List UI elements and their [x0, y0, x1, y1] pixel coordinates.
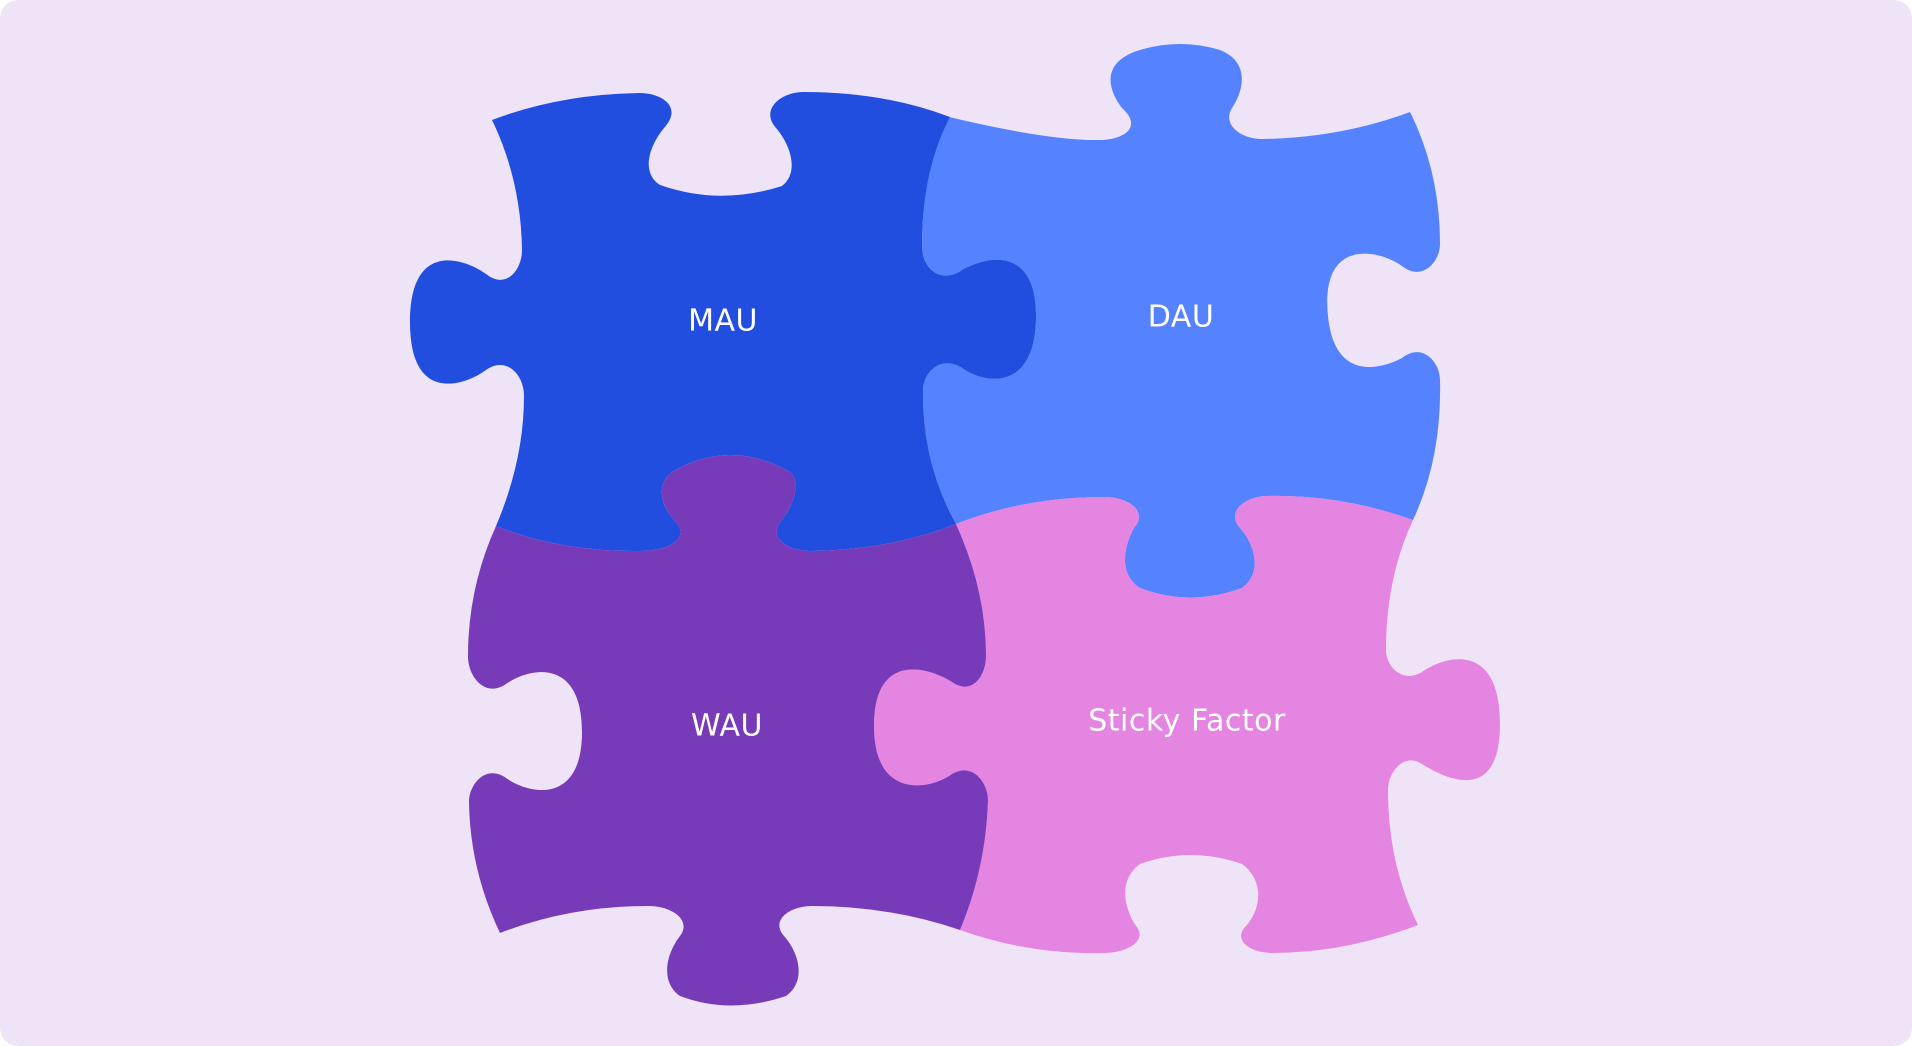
puzzle-piece-wau: [468, 455, 988, 1006]
puzzle-piece-sticky-factor: [874, 495, 1500, 954]
piece-label-dau: DAU: [1148, 300, 1215, 335]
piece-label-sticky-factor: Sticky Factor: [1088, 704, 1286, 739]
puzzle-piece-mau: [410, 92, 1037, 552]
piece-label-wau: WAU: [691, 709, 763, 744]
piece-label-mau: MAU: [688, 304, 758, 339]
puzzle-piece-dau: [922, 44, 1441, 598]
